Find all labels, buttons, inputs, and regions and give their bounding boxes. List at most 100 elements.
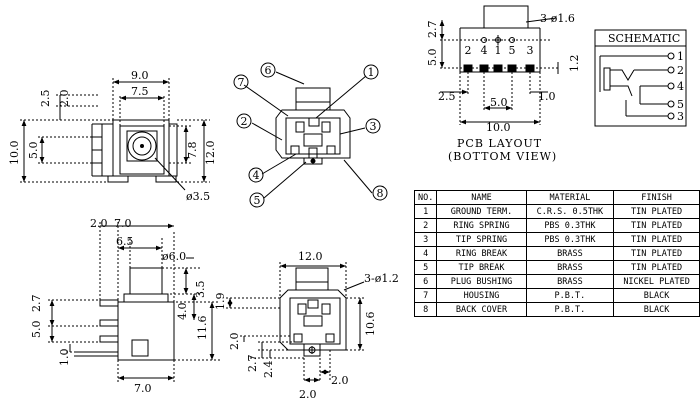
- table-cell: TIN PLATED: [613, 204, 700, 219]
- dim-label: 5.0: [30, 321, 43, 339]
- dim-label: 9.0: [131, 69, 149, 82]
- column-header-finish: FINISH: [613, 190, 700, 205]
- pcb-pin-number: 2: [465, 44, 472, 57]
- schematic-pin-number: 3: [677, 110, 684, 123]
- table-cell: PLUG BUSHING: [436, 274, 527, 289]
- table-cell: 3: [413, 232, 438, 247]
- dim-label: ø6.0: [162, 250, 186, 263]
- table-cell: C.R.S. 0.5THK: [525, 204, 615, 219]
- pcb-pin-number: 3: [527, 44, 534, 57]
- table-cell: TIN PLATED: [613, 246, 700, 261]
- dim-label: 7.8: [186, 142, 199, 160]
- table-cell: BLACK: [613, 288, 700, 303]
- column-header-name: NAME: [436, 190, 527, 205]
- table-cell: 2: [413, 218, 438, 233]
- dim-label: 1.9: [214, 293, 227, 311]
- dim-label: 7.5: [131, 85, 149, 98]
- dim-label: 2.0: [228, 333, 241, 351]
- dim-label: 12.0: [204, 141, 217, 166]
- callout-number: 5: [254, 194, 261, 207]
- dim-label: 10.0: [486, 121, 511, 134]
- dim-label: 3-ø1.2: [364, 272, 399, 285]
- table-cell: BLACK: [613, 302, 700, 317]
- dim-label: 2.0: [58, 90, 71, 108]
- callout-number: 3: [370, 120, 377, 133]
- dim-label: 2.7: [426, 21, 439, 39]
- table-cell: NICKEL PLATED: [613, 274, 700, 289]
- callout-number: 6: [265, 64, 272, 77]
- bottom-front-view: [226, 262, 365, 383]
- table-cell: 8: [413, 302, 438, 317]
- dim-label: 2.0: [90, 217, 108, 230]
- table-cell: PBS 0.3THK: [525, 218, 615, 233]
- table-cell: 1: [413, 204, 438, 219]
- dim-label: 2.7: [246, 355, 259, 373]
- table-cell: RING SPRING: [436, 218, 527, 233]
- callout-number: 8: [377, 187, 384, 200]
- dim-label: 1.2: [568, 55, 581, 73]
- column-header-no: NO.: [413, 190, 438, 205]
- column-header-material: MATERIAL: [525, 190, 615, 205]
- pcb-pin-number: 1: [495, 44, 502, 57]
- dim-label: 3.5: [194, 281, 207, 299]
- schematic-title: SCHEMATIC: [608, 32, 680, 45]
- table-cell: GROUND TERM.: [436, 204, 527, 219]
- dim-label: 2.0: [331, 374, 349, 387]
- dim-label: 5.0: [27, 142, 40, 160]
- side-view: [48, 222, 220, 382]
- table-cell: TIN PLATED: [613, 218, 700, 233]
- front-view: [20, 78, 210, 191]
- table-cell: P.B.T.: [525, 302, 615, 317]
- schematic-pin-number: 5: [677, 98, 684, 111]
- table-header-row: NO. NAME MATERIAL FINISH: [413, 190, 700, 205]
- dim-label: 1.0: [58, 349, 71, 367]
- table-cell: PBS 0.3THK: [525, 232, 615, 247]
- dim-label: 2.4: [262, 361, 275, 379]
- table-cell: TIN PLATED: [613, 260, 700, 275]
- dim-label: 12.0: [298, 250, 323, 263]
- table-cell: BRASS: [525, 274, 615, 289]
- table-cell: BRASS: [525, 246, 615, 261]
- schematic-pin-number: 2: [677, 64, 684, 77]
- dim-label: ø3.5: [186, 190, 210, 203]
- dim-label: 2.5: [438, 90, 456, 103]
- callout-number: 4: [253, 169, 260, 182]
- table-cell: TIP BREAK: [436, 260, 527, 275]
- table-cell: 4: [413, 246, 438, 261]
- dim-label: 2.7: [30, 295, 43, 313]
- table-cell: 6: [413, 274, 438, 289]
- dim-label: 10.6: [364, 312, 377, 337]
- dim-label: 7.0: [114, 217, 132, 230]
- dim-label: 11.6: [196, 316, 209, 341]
- pcb-pin-number: 5: [509, 44, 516, 57]
- table-cell: BACK COVER: [436, 302, 527, 317]
- callout-number: 1: [368, 66, 375, 79]
- dim-label: 7.0: [134, 382, 152, 395]
- table-cell: TIN PLATED: [613, 232, 700, 247]
- table-cell: 5: [413, 260, 438, 275]
- callout-number: 2: [241, 115, 248, 128]
- dim-label: 2.0: [299, 388, 317, 401]
- pcb-layout-subtitle: (BOTTOM VIEW): [448, 150, 557, 163]
- dim-label: 3-ø1.6: [540, 12, 575, 25]
- table-cell: RING BREAK: [436, 246, 527, 261]
- callout-view: [233, 62, 388, 208]
- pcb-pin-number: 4: [481, 44, 488, 57]
- schematic-pin-number: 4: [677, 80, 684, 93]
- table-cell: HOUSING: [436, 288, 527, 303]
- pcb-layout-title: PCB LAYOUT: [457, 137, 542, 150]
- dim-label: 10.0: [8, 141, 21, 166]
- dim-label: 2.5: [39, 90, 52, 108]
- table-cell: P.B.T.: [525, 288, 615, 303]
- dim-label: 5.0: [426, 49, 439, 67]
- dim-label: 5.0: [490, 96, 508, 109]
